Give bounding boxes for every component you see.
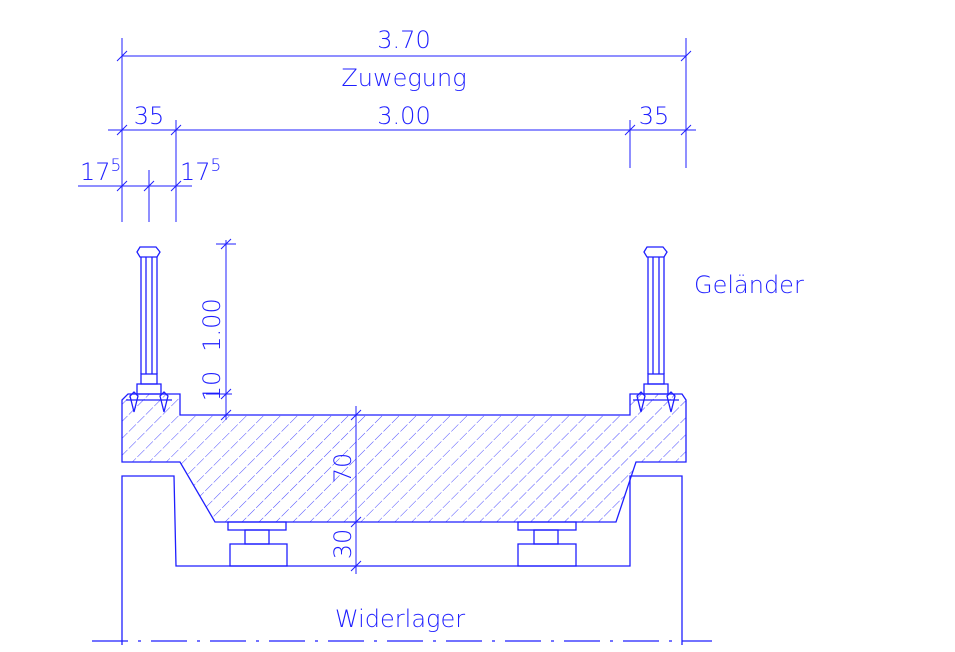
abutment bbox=[92, 475, 712, 645]
bearing-right bbox=[517, 521, 577, 567]
half-left-value: 17 bbox=[80, 158, 111, 186]
clear-width-value: 3.00 bbox=[377, 102, 430, 130]
half-right-value: 17 bbox=[180, 158, 211, 186]
svg-text:175: 175 bbox=[80, 156, 121, 186]
half-left-superscript: 5 bbox=[111, 156, 122, 176]
railing-left bbox=[126, 246, 172, 413]
railing-height-value: 1.00 bbox=[198, 298, 226, 351]
total-width-value: 3.70 bbox=[377, 26, 430, 54]
total-width-dimension: 3.70 Zuwegung bbox=[116, 26, 692, 120]
left-part-value: 35 bbox=[134, 102, 165, 130]
railing-height-dimension: 1.00 10 bbox=[198, 238, 236, 421]
bearing-left bbox=[227, 521, 288, 567]
clear-width-dimension: 35 3.00 35 bbox=[108, 102, 696, 222]
half-right-superscript: 5 bbox=[211, 156, 222, 176]
right-part-value: 35 bbox=[639, 102, 670, 130]
slab-thickness-value: 70 bbox=[329, 453, 357, 484]
slab-thickness-dimension: 70 30 bbox=[329, 406, 362, 574]
bridge-slab bbox=[121, 393, 687, 523]
walkway-label: Zuwegung bbox=[341, 64, 466, 92]
abutment-label: Widerlager bbox=[335, 605, 465, 633]
railing-right bbox=[633, 246, 679, 413]
bearing-height-value: 30 bbox=[329, 529, 357, 560]
curb-height-value: 10 bbox=[198, 371, 226, 402]
svg-text:175: 175 bbox=[180, 156, 221, 186]
post-position-dimension: 175 175 bbox=[78, 156, 221, 222]
railing-label: Geländer bbox=[694, 271, 804, 299]
